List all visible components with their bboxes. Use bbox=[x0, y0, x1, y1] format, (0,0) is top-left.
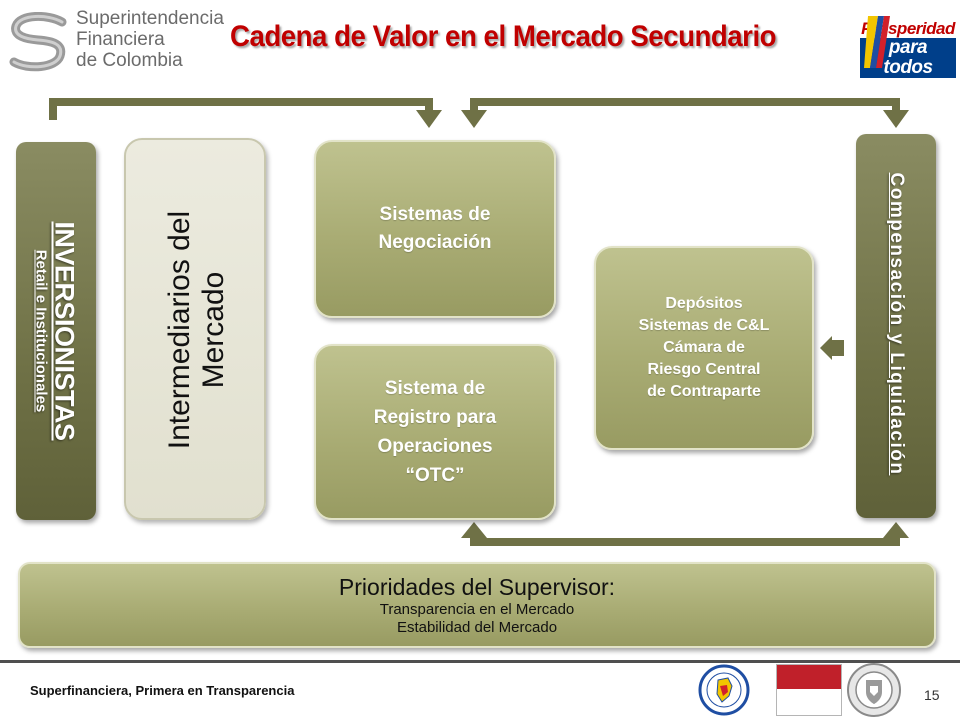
depositos-line: Cámara de bbox=[663, 339, 745, 356]
inversionistas-box: INVERSIONISTAS Retail e Institucionales bbox=[16, 142, 96, 520]
arrow-left-icon bbox=[820, 336, 832, 360]
negociacion-line: Sistemas de bbox=[379, 204, 491, 225]
connector-bar bbox=[892, 536, 900, 546]
connector-bar bbox=[832, 340, 844, 356]
compensacion-label: Compensación y Liquidación bbox=[886, 172, 907, 476]
inversionistas-subtitle: Retail e Institucionales bbox=[32, 249, 50, 413]
negociacion-line: Negociación bbox=[378, 232, 492, 253]
inversionistas-label: INVERSIONISTAS Retail e Institucionales bbox=[33, 221, 80, 440]
slide-title: Cadena de Valor en el Mercado Secundario bbox=[230, 20, 777, 53]
prioridad-item: Transparencia en el Mercado bbox=[379, 600, 575, 618]
registro-line: Operaciones bbox=[377, 436, 493, 457]
connector-bar bbox=[49, 98, 433, 106]
connector-bar bbox=[470, 98, 900, 106]
depositos-line: Sistemas de C&L bbox=[638, 317, 770, 334]
colombia-seal-icon bbox=[698, 664, 750, 716]
iso-badge-band bbox=[777, 665, 841, 689]
org-name-line: de Colombia bbox=[76, 50, 183, 71]
arrow-down-icon bbox=[461, 110, 487, 128]
arrow-down-icon bbox=[416, 110, 442, 128]
connector-bar bbox=[49, 98, 57, 120]
connector-bar bbox=[425, 98, 433, 112]
org-name-line: Superintendencia bbox=[76, 8, 224, 29]
depositos-line: Depósitos bbox=[665, 295, 743, 312]
iso-badge-footer bbox=[777, 689, 841, 695]
intermediarios-label: Intermediarios del Mercado bbox=[163, 211, 231, 449]
footer-slogan: Superfinanciera, Primera en Transparenci… bbox=[30, 683, 295, 698]
intermediarios-line: Mercado bbox=[197, 271, 230, 389]
footer-divider bbox=[0, 660, 960, 663]
depositos-line: Riesgo Central bbox=[647, 361, 761, 378]
intermediarios-line: Intermediarios del bbox=[163, 210, 196, 450]
flag-stripe-icon bbox=[864, 16, 890, 68]
registro-line: Registro para bbox=[373, 407, 497, 428]
compensacion-box: Compensación y Liquidación bbox=[856, 134, 936, 518]
org-name-line: Financiera bbox=[76, 29, 165, 50]
registro-line: “OTC” bbox=[405, 465, 465, 486]
registro-line: Sistema de bbox=[384, 378, 486, 399]
connector-bar bbox=[470, 98, 478, 112]
arrow-down-icon bbox=[883, 110, 909, 128]
sistema-registro-box: Sistema de Registro para Operaciones “OT… bbox=[314, 344, 556, 520]
org-name: Superintendencia Financiera de Colombia bbox=[76, 8, 236, 71]
arrow-up-icon bbox=[461, 522, 487, 538]
bureau-veritas-seal-icon bbox=[847, 663, 901, 717]
connector-bar bbox=[470, 536, 478, 546]
iso-certification-badge bbox=[776, 664, 842, 716]
depositos-line: de Contraparte bbox=[647, 383, 761, 400]
prioridad-item: Estabilidad del Mercado bbox=[396, 618, 558, 636]
inversionistas-title: INVERSIONISTAS bbox=[49, 221, 80, 441]
arrow-up-icon bbox=[883, 522, 909, 538]
intermediarios-box: Intermediarios del Mercado bbox=[124, 138, 266, 520]
sistemas-negociacion-box: Sistemas de Negociación bbox=[314, 140, 556, 318]
superfinanciera-logo-icon bbox=[9, 12, 67, 72]
prioridades-title: Prioridades del Supervisor: bbox=[338, 573, 616, 600]
prosperidad-logo: Prosperidad para todos bbox=[860, 8, 956, 78]
connector-bar bbox=[470, 538, 900, 546]
connector-bar bbox=[892, 98, 900, 112]
page-number: 15 bbox=[924, 687, 940, 703]
prioridades-box: Prioridades del Supervisor: Transparenci… bbox=[18, 562, 936, 648]
depositos-box: Depósitos Sistemas de C&L Cámara de Ries… bbox=[594, 246, 814, 450]
